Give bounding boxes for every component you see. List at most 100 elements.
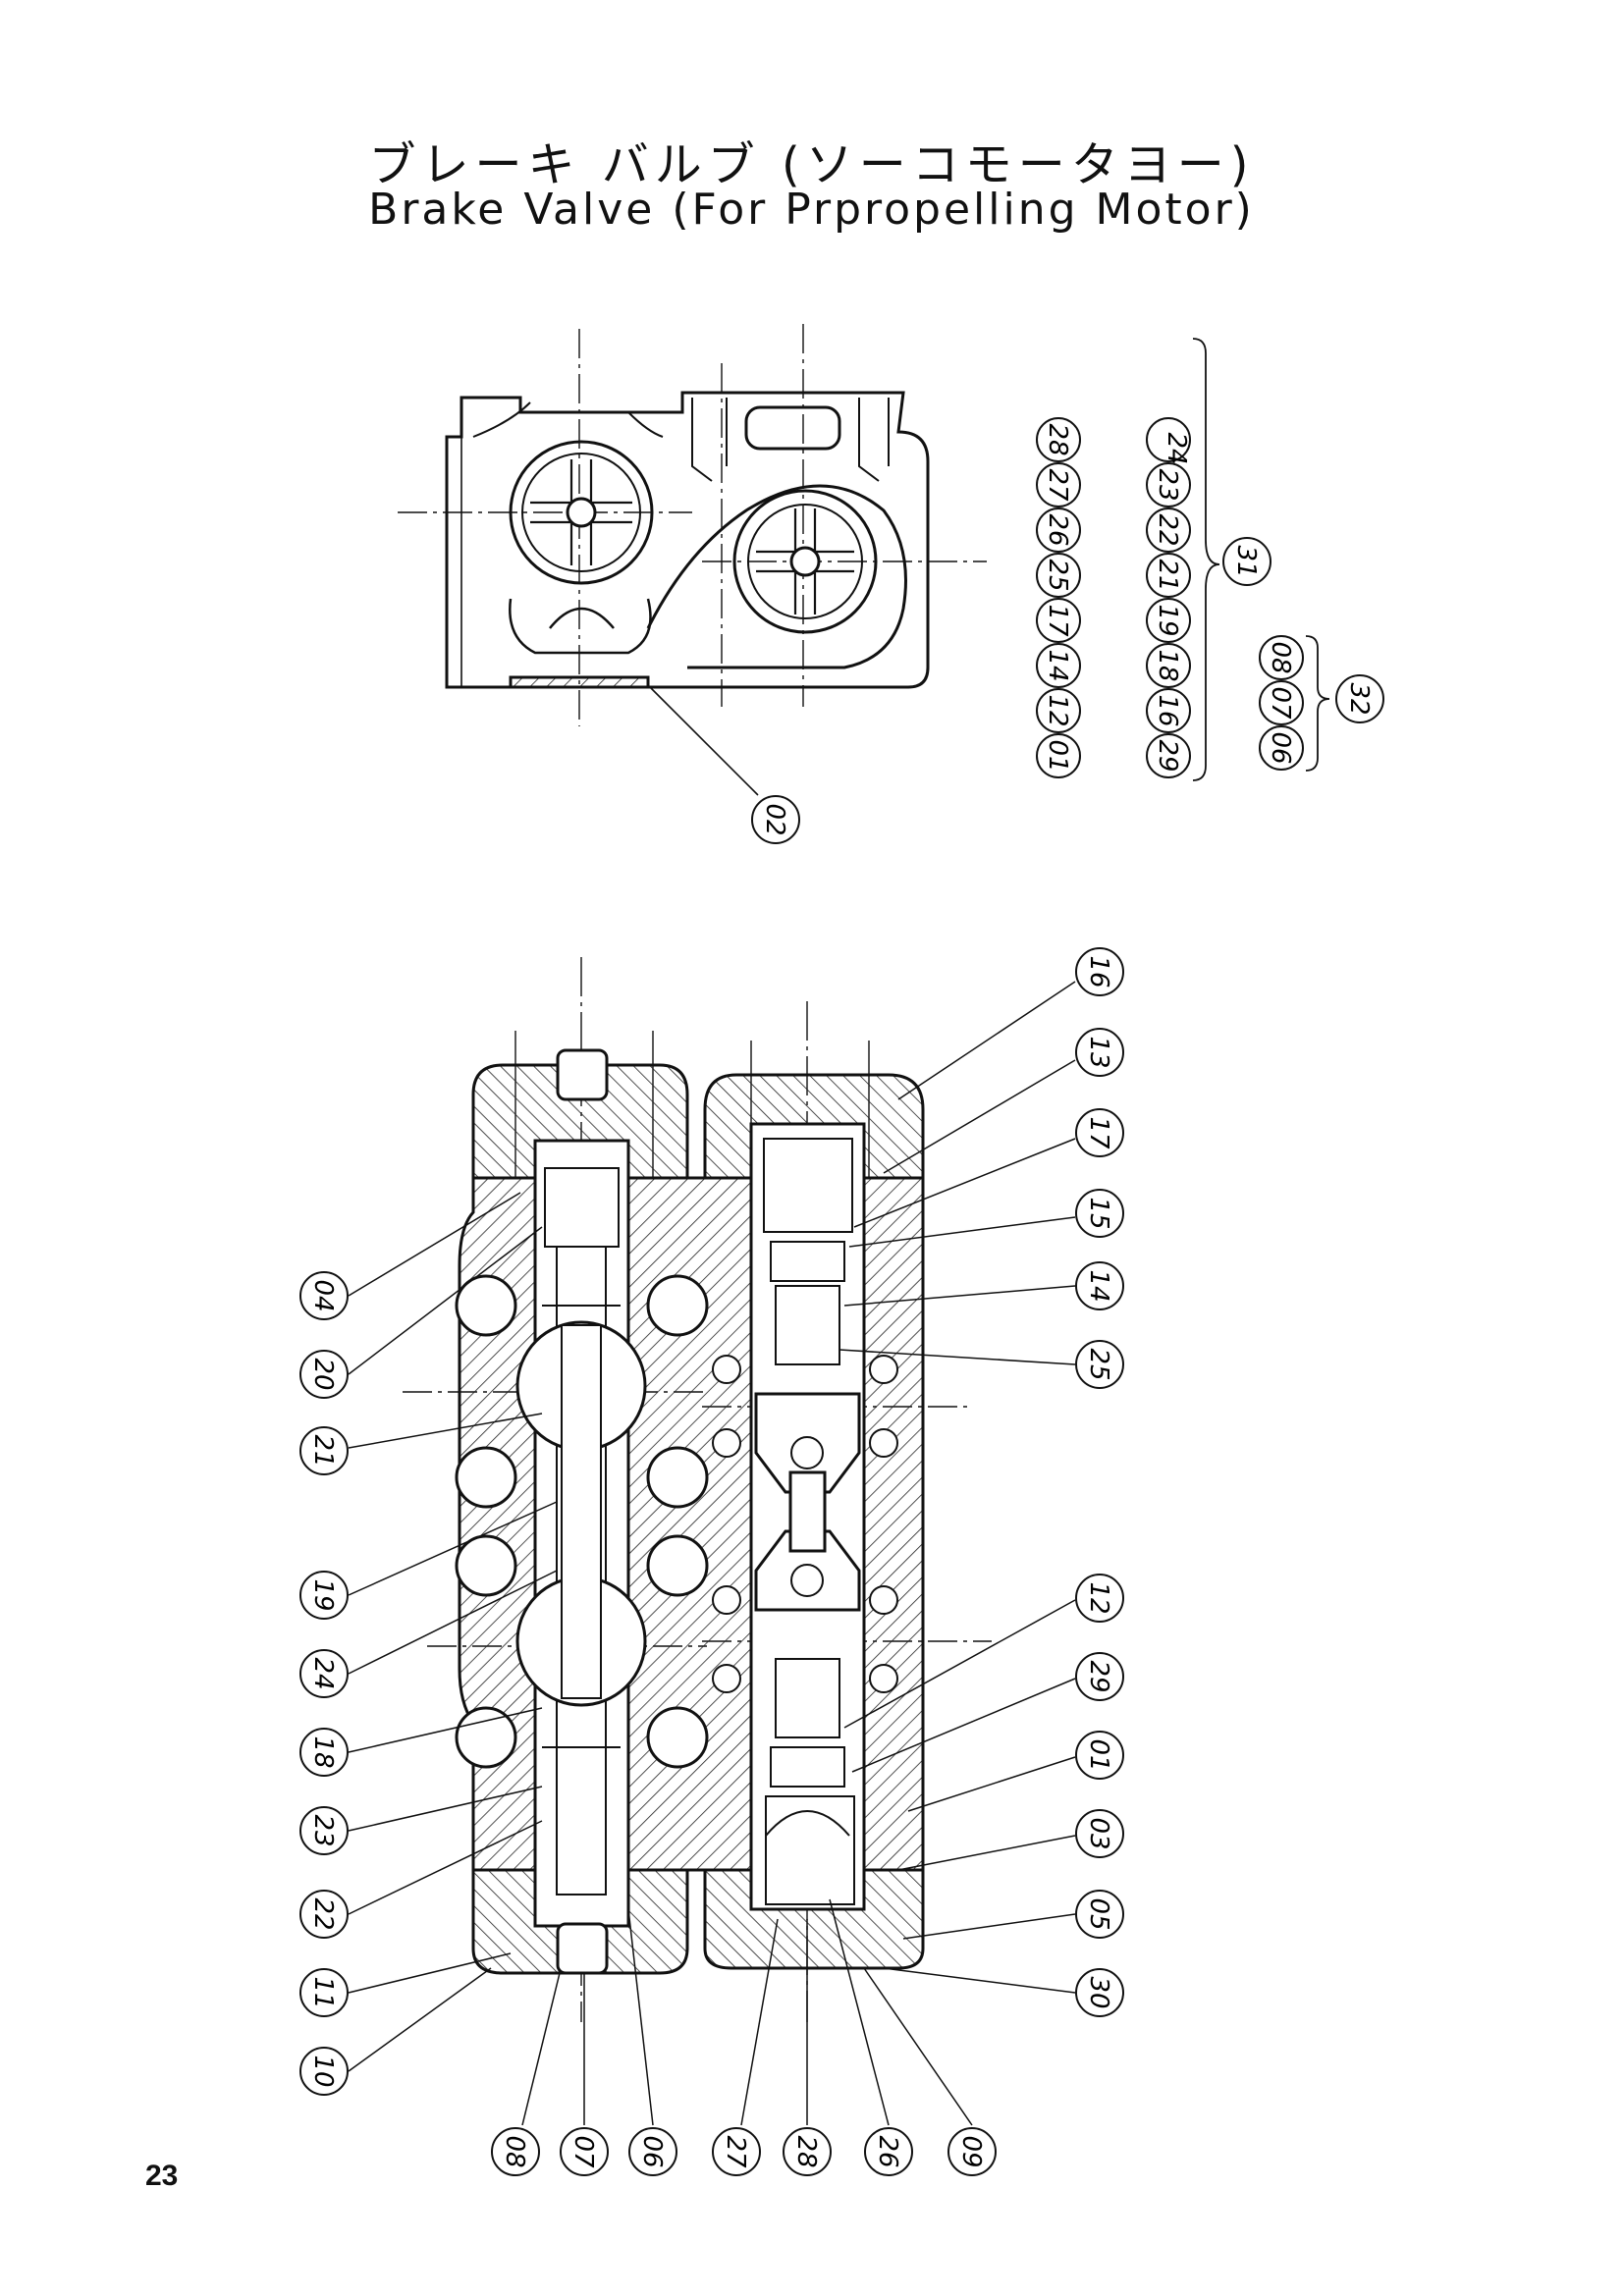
svg-text:22: 22 <box>1153 513 1182 546</box>
callout-r-01: 01 <box>1075 1731 1124 1780</box>
callout-r-05: 05 <box>1075 1890 1124 1939</box>
g31-c2-3: 19 <box>1146 598 1191 643</box>
svg-text:29: 29 <box>1084 1660 1113 1692</box>
group-32-brace <box>1305 635 1330 772</box>
callout-r-25: 25 <box>1075 1340 1124 1389</box>
svg-text:26: 26 <box>1043 513 1072 546</box>
svg-text:03: 03 <box>1084 1817 1113 1849</box>
section-callouts-right: 16 13 17 15 14 25 12 29 01 03 05 30 <box>1075 947 1124 2017</box>
svg-text:23: 23 <box>1153 468 1182 501</box>
leader-02 <box>647 684 759 796</box>
callout-b-28: 28 <box>783 2127 832 2176</box>
callout-02: 02 <box>751 795 800 844</box>
title-english: Brake Valve (For Prpropelling Motor) <box>368 185 1255 235</box>
svg-text:29: 29 <box>1153 739 1182 772</box>
callout-l-23: 23 <box>299 1806 349 1855</box>
svg-text:01: 01 <box>1043 739 1072 772</box>
svg-text:11: 11 <box>308 1976 338 2008</box>
g31-c1-7: 28 <box>1036 417 1081 462</box>
g31-c1-6: 27 <box>1036 462 1081 507</box>
svg-text:19: 19 <box>1153 604 1182 636</box>
svg-text:22: 22 <box>308 1897 338 1930</box>
svg-text:16: 16 <box>1153 694 1182 726</box>
svg-text:05: 05 <box>1084 1897 1113 1930</box>
svg-text:08: 08 <box>500 2135 529 2167</box>
svg-text:31: 31 <box>1231 545 1261 577</box>
svg-text:32: 32 <box>1344 682 1374 715</box>
callout-r-30: 30 <box>1075 1968 1124 2017</box>
callout-b-26: 26 <box>864 2127 913 2176</box>
callout-b-09: 09 <box>947 2127 997 2176</box>
svg-text:24: 24 <box>308 1657 338 1689</box>
group-31-column-1: 01 12 14 17 25 26 27 28 <box>1036 417 1081 778</box>
svg-text:23: 23 <box>308 1814 338 1846</box>
svg-text:28: 28 <box>1043 423 1072 455</box>
callout-l-04: 04 <box>299 1271 349 1320</box>
title-japanese: ブレーキ バルブ (ソーコモータヨー) <box>368 137 1255 192</box>
callout-r-13: 13 <box>1075 1028 1124 1077</box>
callout-l-22: 22 <box>299 1890 349 1939</box>
svg-text:16: 16 <box>1084 955 1113 988</box>
svg-text:19: 19 <box>308 1578 338 1611</box>
g31-c1-1: 12 <box>1036 688 1081 733</box>
callout-b-27: 27 <box>712 2127 761 2176</box>
svg-text:13: 13 <box>1084 1036 1113 1068</box>
svg-text:10: 10 <box>308 2055 338 2087</box>
g32-1: 07 <box>1259 680 1304 725</box>
callout-r-29: 29 <box>1075 1652 1124 1701</box>
g31-c2-1: 16 <box>1146 688 1191 733</box>
page-number: 23 <box>145 2160 179 2192</box>
svg-text:14: 14 <box>1043 649 1072 681</box>
g31-c1-4: 25 <box>1036 553 1081 598</box>
group-32-column: 06 07 08 <box>1259 635 1304 771</box>
svg-text:04: 04 <box>308 1279 338 1311</box>
group-31-column-2: 29 16 18 19 21 22 23 24 <box>1146 417 1191 778</box>
svg-text:09: 09 <box>956 2135 986 2167</box>
g32-2: 08 <box>1259 635 1304 680</box>
svg-text:18: 18 <box>1153 649 1182 681</box>
callout-r-15: 15 <box>1075 1189 1124 1238</box>
section-leaders <box>348 981 1076 2126</box>
callout-l-21: 21 <box>299 1426 349 1475</box>
g31-c2-5: 22 <box>1146 507 1191 553</box>
callout-r-03: 03 <box>1075 1809 1124 1858</box>
svg-text:30: 30 <box>1084 1976 1113 2008</box>
g31-c1-5: 26 <box>1036 507 1081 553</box>
svg-text:12: 12 <box>1043 694 1072 726</box>
callout-r-12: 12 <box>1075 1574 1124 1623</box>
group-31-brace <box>1192 338 1220 781</box>
section-view <box>403 957 992 2022</box>
svg-text:27: 27 <box>1043 468 1072 502</box>
svg-text:17: 17 <box>1043 604 1072 637</box>
svg-text:12: 12 <box>1084 1581 1113 1614</box>
svg-text:08: 08 <box>1266 641 1295 673</box>
callout-b-07: 07 <box>560 2127 609 2176</box>
callout-r-17: 17 <box>1075 1108 1124 1157</box>
svg-text:20: 20 <box>308 1358 338 1390</box>
svg-text:18: 18 <box>308 1735 338 1768</box>
svg-text:25: 25 <box>1043 559 1072 591</box>
svg-text:24: 24 <box>1162 432 1191 464</box>
svg-text:21: 21 <box>308 1434 338 1467</box>
section-callouts-bottom: 08 07 06 27 28 26 09 <box>491 2127 997 2176</box>
callout-b-08: 08 <box>491 2127 540 2176</box>
g31-c2-6: 23 <box>1146 462 1191 507</box>
callout-l-20: 20 <box>299 1350 349 1399</box>
callout-l-19: 19 <box>299 1571 349 1620</box>
svg-text:07: 07 <box>1266 686 1295 720</box>
svg-text:14: 14 <box>1084 1269 1113 1302</box>
g31-c2-4: 21 <box>1146 553 1191 598</box>
svg-text:15: 15 <box>1084 1197 1113 1229</box>
g31-c2-2: 18 <box>1146 643 1191 688</box>
callout-l-11: 11 <box>299 1968 349 2017</box>
callout-r-14: 14 <box>1075 1261 1124 1310</box>
callout-31: 31 <box>1222 537 1271 586</box>
svg-text:01: 01 <box>1084 1738 1113 1771</box>
svg-text:27: 27 <box>721 2135 750 2168</box>
callout-l-24: 24 <box>299 1649 349 1698</box>
g31-c2-7: 24 <box>1146 417 1191 465</box>
callout-32: 32 <box>1335 674 1384 723</box>
svg-text:25: 25 <box>1084 1348 1113 1380</box>
g31-c1-3: 17 <box>1036 598 1081 643</box>
